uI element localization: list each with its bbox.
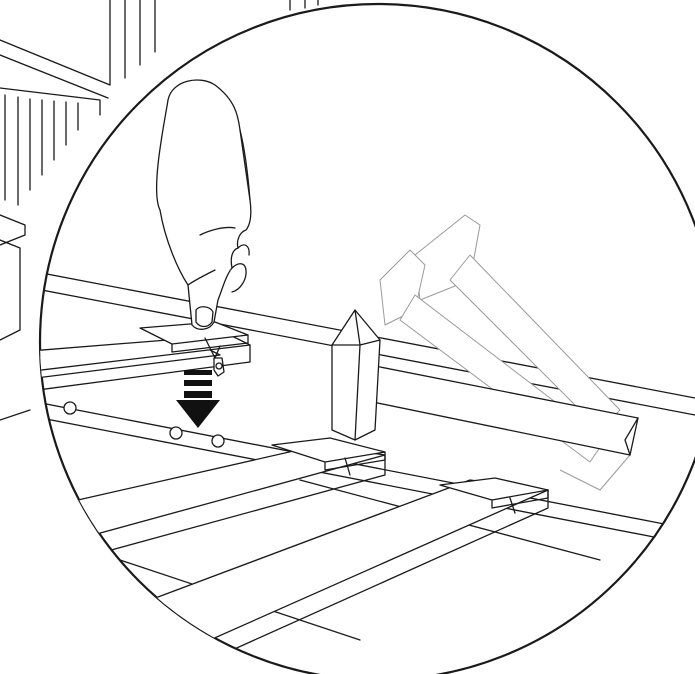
hand-icon xyxy=(157,80,251,329)
slat-3 xyxy=(150,480,548,660)
rail-hole xyxy=(170,427,182,439)
fingernail xyxy=(196,307,213,327)
slat-1 xyxy=(0,335,250,398)
rail-hole xyxy=(64,402,76,414)
hammer-motion-ghost xyxy=(380,215,630,490)
down-arrow-icon xyxy=(176,370,220,428)
magnified-view xyxy=(0,215,695,660)
rail-hole xyxy=(212,435,224,447)
